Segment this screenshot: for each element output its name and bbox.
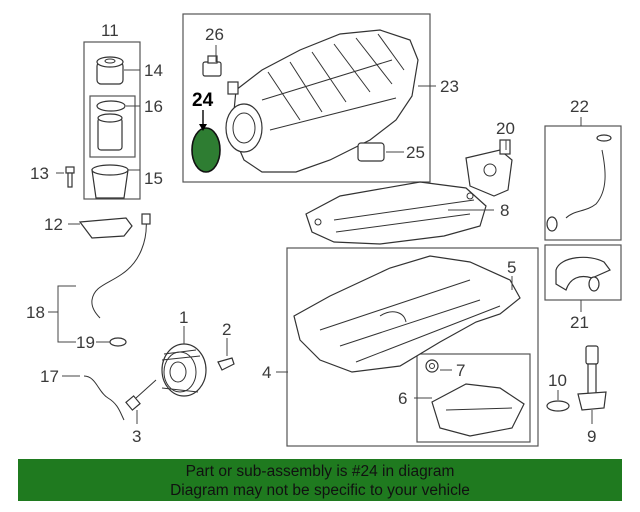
lower-oil-pan [431, 383, 525, 437]
callout-labels: 1 2 3 4 5 6 7 8 9 10 11 12 13 14 15 16 1… [26, 21, 596, 446]
callout-11: 11 [101, 21, 119, 40]
callout-5: 5 [507, 258, 516, 277]
callout-10: 10 [548, 371, 567, 390]
tube-22 [546, 134, 612, 232]
pulley-1 [161, 343, 207, 397]
drain-plug-7 [425, 359, 439, 373]
callout-4: 4 [262, 363, 271, 382]
valley-cover [305, 181, 487, 245]
seal-10 [546, 400, 570, 412]
tube-21-group-box [544, 244, 622, 301]
intake-manifold-group-box [182, 13, 431, 183]
o-ring-16 [96, 100, 126, 112]
map-sensor [202, 55, 222, 77]
tube-end [141, 213, 151, 225]
callout-8: 8 [500, 201, 509, 220]
callout-19: 19 [76, 333, 95, 352]
callout-15: 15 [144, 169, 163, 188]
bolt-3 [125, 379, 157, 411]
callout-17: 17 [40, 367, 59, 386]
callout-25: 25 [406, 143, 425, 162]
oil-filter-subgroup-box [89, 95, 136, 158]
tube-22-group-box [544, 125, 622, 241]
callout-12: 12 [44, 215, 63, 234]
info-banner: Part or sub-assembly is #24 in diagram D… [18, 459, 622, 501]
callout-2: 2 [222, 320, 231, 339]
throttle-body-seal-24 [191, 127, 221, 173]
callout-6: 6 [398, 389, 407, 408]
bolt-13 [65, 166, 75, 188]
oil-filter-element [97, 113, 123, 151]
bracket-12 [78, 217, 133, 239]
callout-24: 24 [192, 90, 214, 111]
callout-13: 13 [30, 164, 49, 183]
callout-16: 16 [144, 97, 163, 116]
o-ring-19 [109, 337, 127, 347]
parts-diagram: 1 2 3 4 5 6 7 8 9 10 11 12 13 14 15 16 1… [26, 13, 622, 447]
callout-3: 3 [132, 427, 141, 446]
callout-14: 14 [144, 61, 163, 80]
oil-filter-housing [91, 164, 129, 199]
callout-1: 1 [179, 308, 188, 327]
banner-line-2: Diagram may not be specific to your vehi… [170, 482, 470, 499]
callout-9: 9 [587, 427, 596, 446]
oil-filter-cap [96, 56, 124, 85]
assembly-20 [465, 139, 513, 197]
callout-24-arrowhead [199, 124, 207, 131]
gasket-25 [357, 142, 385, 162]
callout-20: 20 [496, 119, 515, 138]
intake-manifold [225, 29, 419, 173]
hose-17 [83, 375, 125, 421]
oil-filter-group-box [83, 41, 141, 200]
oil-pan-group-box [286, 247, 539, 447]
tube-21 [555, 256, 611, 292]
leader-lines [48, 45, 593, 424]
callout-26: 26 [205, 25, 224, 44]
level-sensor-9 [577, 345, 607, 411]
callout-22: 22 [570, 97, 589, 116]
callout-18: 18 [26, 303, 45, 322]
banner-line-1: Part or sub-assembly is #24 in diagram [185, 463, 455, 480]
oil-pan [293, 255, 521, 373]
key-2 [217, 357, 235, 371]
callout-21: 21 [570, 313, 589, 332]
callout-23: 23 [440, 77, 459, 96]
callout-7: 7 [456, 361, 465, 380]
dipstick-tube-18 [91, 217, 147, 319]
